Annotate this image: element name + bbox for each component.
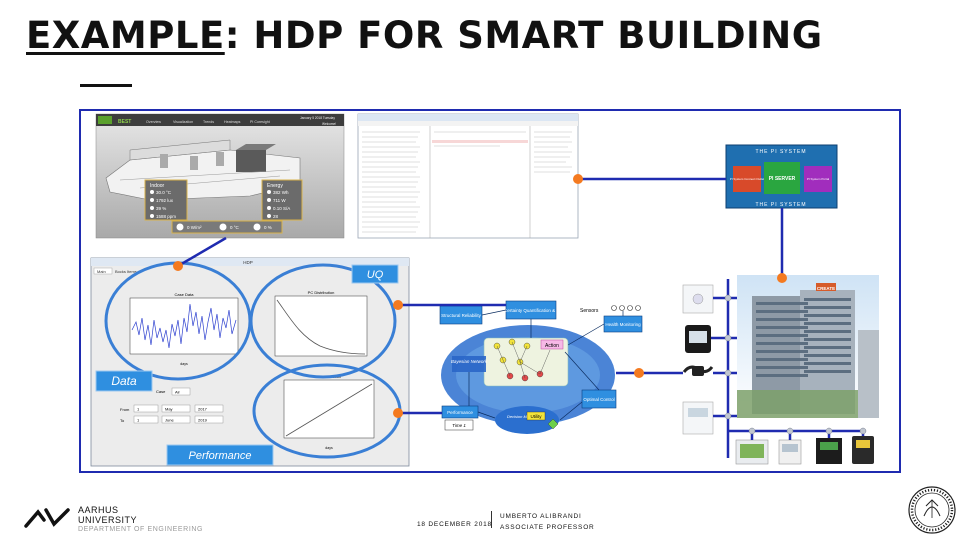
nav-item-heatmaps[interactable]: Heatmaps: [224, 120, 241, 124]
pi-connect-label: PI System Connect Outlet: [730, 177, 765, 181]
hdp-app-window: HDP Main Bocks Items Case Data days PC D…: [91, 258, 409, 466]
humidity-icon: [254, 224, 261, 231]
pi-server-label: PI SERVER: [769, 176, 796, 182]
university-name: AARHUS UNIVERSITY DEPARTMENT OF ENGINEER…: [78, 505, 203, 535]
weather-strip: 0 W/m² 0 °C 0 %: [172, 221, 282, 233]
energy-title: Energy: [267, 183, 283, 189]
humidity-sensor-icon: [683, 402, 713, 434]
to-month-value: June: [165, 418, 174, 423]
pi-portal-label: PI System Portal: [807, 177, 830, 181]
nav-item-pi-coresight[interactable]: PI Coresight: [250, 120, 270, 124]
indoor-panel: Indoor 30.0 °C 1792 lux 39 % 1588 ppm: [145, 180, 187, 220]
building-sign: CREATE: [817, 286, 835, 291]
weather-value: 0 %: [264, 225, 272, 230]
presenter-role: ASSOCIATE PROFESSOR: [500, 522, 595, 533]
university-line1: AARHUS: [78, 505, 203, 515]
indoor-value: 1792 lux: [156, 198, 174, 203]
indoor-value: 1588 ppm: [156, 214, 176, 219]
time-label: Time 1: [452, 423, 466, 428]
uncertainty-label: Uncertainty Quantification & ML: [499, 308, 563, 313]
indoor-value: 30.0 °C: [156, 190, 172, 195]
dashboard-welcome: Welcome!: [322, 122, 336, 126]
data-tag: Data: [96, 371, 152, 391]
energy-value: 711 W: [273, 198, 286, 203]
controller-device-icon: [816, 438, 842, 464]
plot1-title: Case Data: [175, 292, 195, 297]
presentation-date: 18 DECEMBER 2018: [417, 521, 492, 528]
ratio-icon: [267, 206, 271, 210]
energy-value: 382 Wh: [273, 190, 289, 195]
health-label: Health Monitoring: [605, 322, 641, 327]
energy-icon: [267, 190, 271, 194]
pi-system-block: THE PI SYSTEM PI System Connect Outlet P…: [726, 145, 837, 208]
temperature-icon: [150, 190, 154, 194]
sun-icon: [177, 224, 184, 231]
from-month-value: May: [165, 407, 173, 412]
plot2-title: PC Distribution: [308, 290, 335, 295]
brand-name: BEST: [118, 119, 131, 125]
energy-value: 28: [273, 214, 279, 219]
weather-value: 0 °C: [230, 225, 240, 230]
university-line2: UNIVERSITY: [78, 515, 203, 525]
nav-item-overview[interactable]: Overview: [146, 120, 161, 124]
action-label: Action: [545, 343, 559, 349]
energy-value: 0.10 S/A: [273, 206, 290, 211]
aarhus-logo-icon: [24, 506, 72, 528]
count-icon: [267, 214, 271, 218]
department-name: DEPARTMENT OF ENGINEERING: [78, 525, 203, 535]
case-label: Case: [156, 389, 166, 394]
bayesian-label: Bayesian Network: [451, 359, 488, 364]
university-seal-icon: [906, 484, 958, 536]
footer-divider: [491, 511, 492, 528]
nav-item-trends[interactable]: Trends: [203, 120, 214, 124]
plot3-xlabel: days: [325, 446, 333, 450]
brand-logo: [98, 116, 112, 124]
structural-label: Structural Reliability: [441, 313, 482, 318]
weather-value: 0 W/m²: [187, 225, 202, 230]
presenter-info: UMBERTO ALIBRANDI ASSOCIATE PROFESSOR: [500, 511, 595, 533]
utility-label: Utility: [531, 414, 543, 419]
performance-box-label: Performance: [447, 410, 473, 415]
hdp-window-title: HDP: [243, 260, 253, 265]
case-select-value: Air: [175, 390, 181, 395]
nav-item-visualization[interactable]: Visualization: [173, 120, 193, 124]
uq-tag: UQ: [352, 265, 398, 283]
indoor-title: Indoor: [150, 183, 165, 189]
dashboard-date: January 5 2018 Tuesday: [300, 116, 335, 120]
pi-system-footer: THE PI SYSTEM: [755, 202, 806, 208]
presenter-name: UMBERTO ALIBRANDI: [500, 511, 595, 522]
humidity-icon: [150, 206, 154, 210]
building-photo: CREATE: [737, 275, 879, 418]
to-year-value: 2019: [198, 418, 208, 423]
performance-label: Performance: [189, 450, 252, 462]
pi-system-header: THE PI SYSTEM: [755, 149, 806, 155]
from-label: From: [120, 407, 130, 412]
pc-distribution-plot: PC Distribution: [275, 290, 367, 356]
power-icon: [267, 198, 271, 202]
tab-bocks-items[interactable]: Bocks Items: [115, 269, 137, 274]
dashboard-screenshot: BEST Overview Visualization Trends Heatm…: [96, 114, 344, 238]
plot1-xlabel: days: [180, 362, 188, 366]
co2-icon: [150, 214, 154, 218]
indoor-value: 39 %: [156, 206, 166, 211]
energy-panel: Energy 382 Wh 711 W 0.10 S/A 28: [262, 180, 302, 220]
optimal-label: Optimal Control: [583, 397, 614, 402]
uq-label: UQ: [367, 269, 384, 281]
thermometer-icon: [220, 224, 227, 231]
tab-main[interactable]: Main: [97, 269, 106, 274]
performance-tag: Performance: [167, 445, 273, 465]
data-label: Data: [111, 374, 137, 388]
sensors-label: Sensors: [580, 308, 599, 314]
sensor-nodes: [612, 306, 641, 311]
from-year-value: 2017: [198, 407, 208, 412]
light-icon: [150, 198, 154, 202]
pi-data-window: [358, 114, 578, 238]
bayesian-diagram: Action Bayesian Network Structural Relia…: [440, 301, 642, 434]
